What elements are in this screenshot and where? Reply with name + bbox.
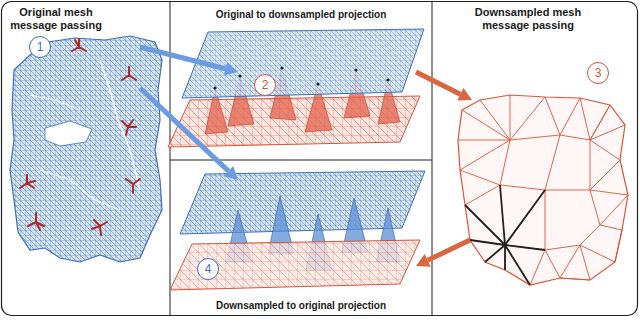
flow-arrow: [416, 72, 472, 100]
coarse-mesh-map: [458, 95, 628, 285]
step-number: 1: [37, 40, 44, 54]
arrow-head: [224, 62, 238, 76]
lake: [45, 121, 92, 146]
projection-up: [170, 171, 425, 290]
flow-arrow: [140, 88, 238, 180]
stage-panel: Original mesh message passing 1: [2, 2, 170, 316]
stencil: [20, 175, 35, 188]
step-number-circle: 1: [29, 36, 51, 58]
stencil: [72, 39, 86, 51]
panel-divider: [170, 160, 432, 161]
coarse-stencil: [465, 185, 545, 285]
step-number-circle: 3: [587, 62, 609, 84]
stencil: [28, 213, 44, 230]
fine-plane: [182, 29, 424, 98]
arrow-head: [416, 254, 431, 267]
pyramid-apexes: [386, 78, 389, 81]
arrow-shaft: [140, 47, 225, 69]
flow-arrow: [140, 47, 238, 76]
pyramid-apexes: [280, 66, 283, 69]
stencil: [126, 179, 140, 193]
pyramid-apexes: [213, 66, 389, 89]
arrow-head: [224, 166, 238, 180]
stage-panel: Original to downsampled projection 2: [170, 2, 432, 160]
step-number: 4: [205, 262, 212, 276]
pyramid-apexes: [316, 82, 319, 85]
stage-panel: Downsampled to original projection 4: [170, 160, 432, 316]
panel-divider: [170, 2, 171, 315]
stage-panel: Downsampled mesh message passing 3: [432, 2, 638, 316]
coarse-plane: [170, 240, 420, 290]
stencil: [122, 120, 136, 135]
outer-frame: [2, 2, 638, 316]
coarse-stencil: [465, 185, 545, 285]
coarse-edges: [458, 95, 628, 285]
stencil: [92, 220, 107, 235]
panel-heading: Downsampled to original projection: [170, 299, 432, 312]
arrow-shaft: [428, 240, 470, 260]
projection-down: [168, 29, 424, 147]
step-number-circle: 2: [254, 74, 276, 96]
flow-arrow: [416, 240, 470, 267]
panel-heading: Downsampled mesh message passing: [472, 6, 584, 32]
pyramid-apexes: [354, 68, 357, 71]
pyramid-apexes: [238, 74, 241, 77]
panel-heading: Original mesh message passing: [6, 6, 106, 32]
stencil: [122, 67, 136, 80]
panel-heading: Original to downsampled projection: [170, 8, 432, 21]
arrow-shaft: [416, 72, 460, 94]
pyramid-apexes: [213, 86, 216, 89]
arrow-head: [457, 88, 472, 101]
step-number: 3: [595, 66, 602, 80]
river: [30, 95, 80, 110]
river: [100, 60, 140, 190]
step-number: 2: [262, 78, 269, 92]
panel-divider: [432, 2, 433, 315]
coarse-outline: [458, 95, 628, 285]
fine-mesh-map: [10, 36, 162, 262]
step-number-circle: 4: [197, 258, 219, 280]
fine-mesh: [10, 36, 162, 262]
river: [40, 170, 120, 210]
message-stencils: [20, 39, 140, 235]
arrow-shaft: [140, 88, 229, 171]
